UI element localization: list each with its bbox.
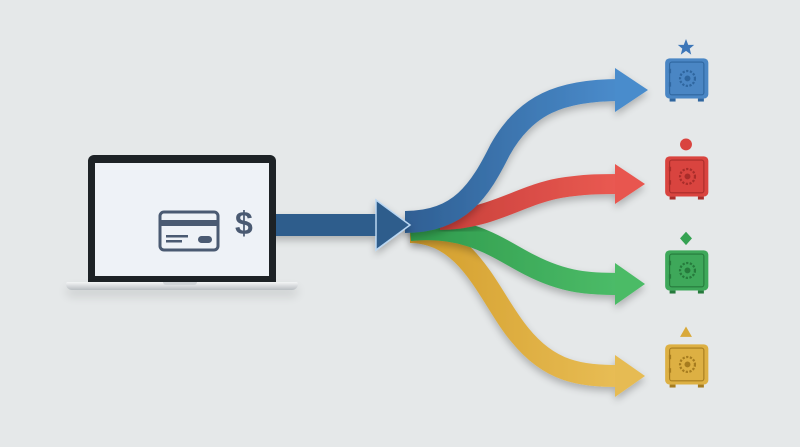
laptop-screen: $	[95, 163, 269, 276]
flow-green	[408, 218, 645, 305]
star-icon	[677, 38, 695, 55]
dollar-icon: $	[235, 205, 253, 241]
credit-card-icon	[158, 210, 220, 252]
laptop: $	[66, 155, 298, 295]
flow-blue	[404, 68, 648, 233]
safe-yellow	[665, 326, 709, 388]
laptop-screen-bezel: $	[88, 155, 276, 282]
triangle-icon	[680, 326, 692, 337]
flow-red	[439, 164, 645, 230]
safe-red	[665, 138, 709, 200]
safe-green	[665, 231, 709, 294]
diamond-icon	[680, 231, 692, 246]
flow-yellow	[409, 221, 645, 397]
circle-icon	[680, 138, 692, 151]
safe-blue	[665, 38, 709, 102]
laptop-base	[66, 282, 298, 290]
laptop-notch	[163, 282, 197, 285]
